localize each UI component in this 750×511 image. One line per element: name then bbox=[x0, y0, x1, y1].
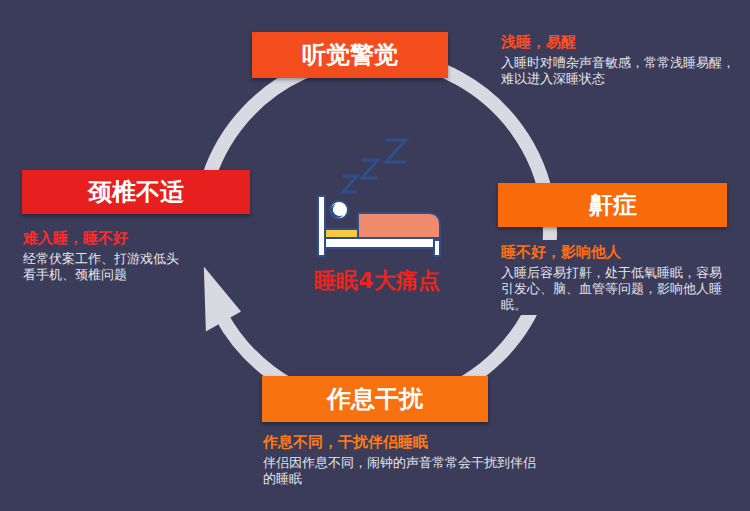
z-letter bbox=[386, 140, 406, 162]
description-block: 难入睡，睡不好经常伏案工作、打游戏低头看手机、颈椎问题 bbox=[20, 226, 188, 285]
title-box: 鼾症 bbox=[498, 183, 727, 227]
description-block: 浅睡，易醒入睡时对嘈杂声音敏感，常常浅睡易醒，难以进入深睡状态 bbox=[498, 30, 742, 89]
title-box: 作息干扰 bbox=[262, 376, 488, 422]
head bbox=[330, 201, 348, 219]
subtitle-text: 浅睡，易醒 bbox=[501, 32, 739, 52]
cycle-ring bbox=[204, 57, 550, 407]
pain-point-node: 作息干扰作息不同，干扰伴侣睡眠伴侣因作息不同，闹钟的声音常常会干扰到伴侣的睡眠 bbox=[262, 376, 488, 422]
bed-icon bbox=[318, 140, 440, 256]
pain-point-node: 颈椎不适难入睡，睡不好经常伏案工作、打游戏低头看手机、颈椎问题 bbox=[22, 170, 250, 214]
title-text: 颈椎不适 bbox=[88, 178, 184, 207]
subtitle-text: 作息不同，干扰伴侣睡眠 bbox=[263, 432, 547, 452]
pain-point-node: 听觉警觉浅睡，易醒入睡时对嘈杂声音敏感，常常浅睡易醒，难以进入深睡状态 bbox=[252, 32, 448, 78]
body-text: 入睡时对嘈杂声音敏感，常常浅睡易醒，难以进入深睡状态 bbox=[501, 55, 739, 87]
center-caption: 睡眠4大痛点 bbox=[314, 268, 439, 294]
moon bbox=[330, 204, 343, 218]
subtitle-text: 难入睡，睡不好 bbox=[23, 228, 185, 248]
cycle-arrowhead bbox=[204, 266, 241, 331]
subtitle-text: 睡不好，影响他人 bbox=[501, 242, 731, 262]
z-letter bbox=[362, 160, 378, 178]
body-text: 入睡后容易打鼾，处于低氧睡眠，容易引发心、脑、血管等问题，影响他人睡眠。 bbox=[501, 265, 731, 313]
title-text: 鼾症 bbox=[589, 191, 637, 220]
title-text: 作息干扰 bbox=[327, 385, 423, 414]
description-block: 睡不好，影响他人入睡后容易打鼾，处于低氧睡眠，容易引发心、脑、血管等问题，影响他… bbox=[498, 240, 734, 315]
body-text: 经常伏案工作、打游戏低头看手机、颈椎问题 bbox=[23, 251, 185, 283]
mattress bbox=[325, 238, 440, 248]
pillow bbox=[325, 229, 359, 238]
body-text: 伴侣因作息不同，闹钟的声音常常会干扰到伴侣的睡眠 bbox=[263, 455, 547, 487]
title-text: 听觉警觉 bbox=[302, 41, 398, 70]
description-block: 作息不同，干扰伴侣睡眠伴侣因作息不同，闹钟的声音常常会干扰到伴侣的睡眠 bbox=[260, 430, 550, 489]
headboard bbox=[318, 196, 325, 256]
footboard bbox=[434, 240, 440, 256]
title-box: 颈椎不适 bbox=[22, 170, 250, 214]
z-letter bbox=[343, 176, 357, 192]
pain-point-node: 鼾症睡不好，影响他人入睡后容易打鼾，处于低氧睡眠，容易引发心、脑、血管等问题，影… bbox=[498, 183, 727, 227]
title-box: 听觉警觉 bbox=[252, 32, 448, 78]
